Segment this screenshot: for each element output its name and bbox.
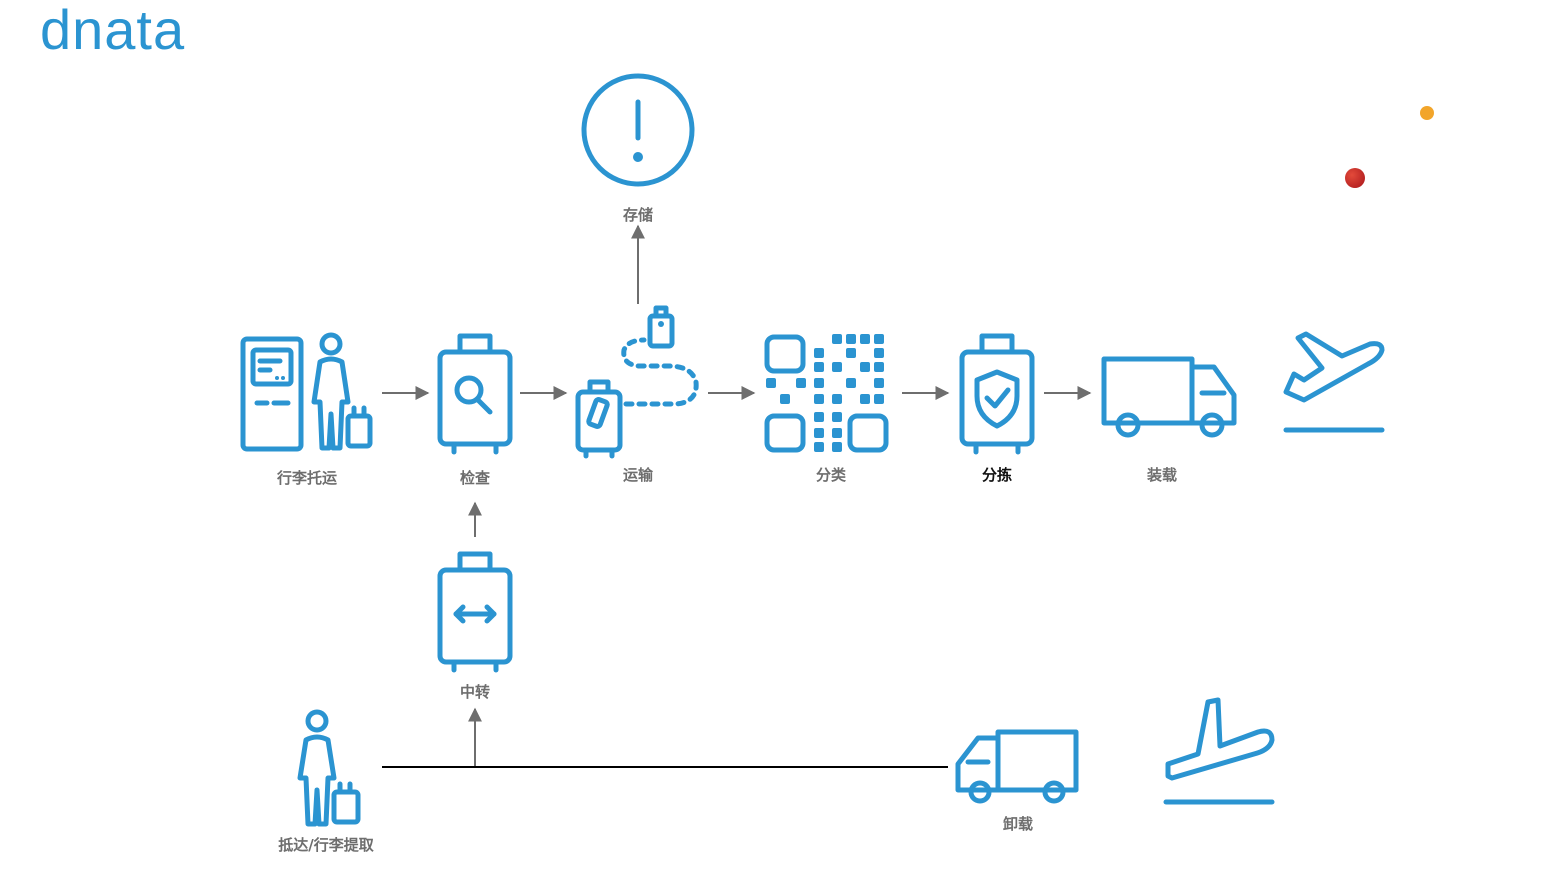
suitcase-search-icon bbox=[437, 333, 513, 455]
suitcase-shield-icon bbox=[959, 333, 1035, 455]
kiosk-person-icon bbox=[240, 332, 373, 452]
plane-arrival-icon bbox=[1163, 697, 1275, 805]
label-unload: 卸载 bbox=[1002, 815, 1034, 833]
luggage-route-icon bbox=[575, 305, 699, 459]
label-load: 装载 bbox=[1146, 466, 1178, 484]
label-arrival: 抵达/行李提取 bbox=[278, 836, 374, 854]
plane-departure-icon bbox=[1283, 331, 1385, 433]
dnata-logo: dnata bbox=[40, 0, 186, 61]
grid-code-icon bbox=[764, 334, 889, 453]
label-transport: 运输 bbox=[622, 466, 654, 484]
alert-circle-icon bbox=[581, 73, 695, 187]
decorative-dot-orange bbox=[1420, 106, 1434, 120]
label-inspect: 检查 bbox=[459, 469, 491, 487]
label-transfer: 中转 bbox=[459, 683, 491, 701]
label-pick: 分拣 bbox=[981, 466, 1013, 484]
truck-icon bbox=[1101, 356, 1237, 438]
label-sort: 分类 bbox=[815, 466, 847, 484]
person-luggage-icon bbox=[297, 709, 361, 827]
label-storage: 存储 bbox=[622, 206, 654, 224]
decorative-dot-red bbox=[1345, 168, 1365, 188]
suitcase-transfer-icon bbox=[437, 551, 513, 673]
label-checkin: 行李托运 bbox=[276, 469, 338, 487]
truck-icon bbox=[955, 729, 1079, 804]
